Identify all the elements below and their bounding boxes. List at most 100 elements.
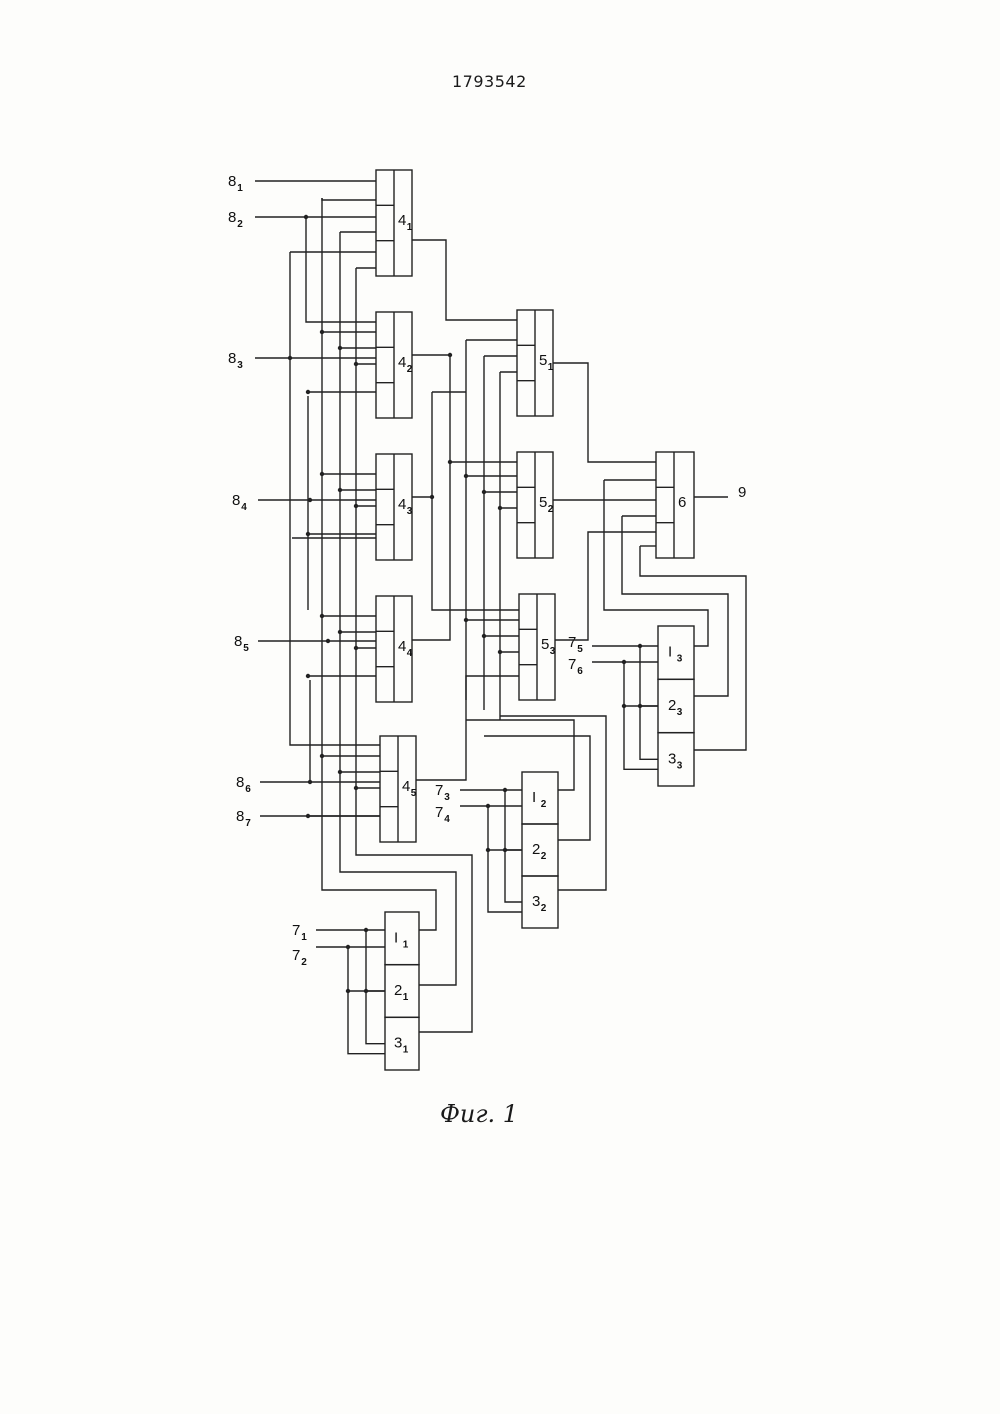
- block-4-3-label-sub: 3: [407, 506, 413, 517]
- stack-cell-label-base: 2: [532, 841, 540, 858]
- input-7-3-sub: 3: [444, 792, 450, 803]
- input-7-5-sub: 5: [577, 644, 583, 655]
- wire: [553, 363, 656, 462]
- wire: [505, 850, 522, 902]
- wire: [356, 268, 472, 1032]
- block-5-3-label: 53: [541, 636, 556, 657]
- wire: [366, 991, 385, 1044]
- input-8-5-sub: 5: [243, 643, 249, 654]
- input-7-4-sub: 4: [444, 814, 450, 825]
- wire: [640, 546, 746, 750]
- block-4-5-label-sub: 5: [411, 788, 417, 799]
- stack-cell-label-base: I: [668, 644, 672, 661]
- wire: [416, 676, 519, 780]
- stack-cell-1: [658, 626, 694, 679]
- input-7-2-base: 7: [292, 947, 300, 964]
- stack-cell-1: [522, 772, 558, 824]
- stack-cell-label-base: 2: [668, 697, 676, 714]
- junction-dot: [354, 646, 358, 650]
- junction-dot: [448, 353, 452, 357]
- input-7-3-base: 7: [435, 782, 443, 799]
- input-8-7: 87: [236, 808, 251, 829]
- stack-cell-label: I3: [668, 644, 683, 665]
- junction-dot: [338, 346, 342, 350]
- block-5-1-label-sub: 1: [548, 362, 554, 373]
- input-8-7-base: 8: [236, 808, 244, 825]
- input-7-1-base: 7: [292, 922, 300, 939]
- wire: [640, 706, 658, 759]
- input-8-5: 85: [234, 633, 249, 654]
- input-7-2: 72: [292, 947, 307, 968]
- junction-dot: [306, 814, 310, 818]
- input-7-5-base: 7: [568, 634, 576, 651]
- block-5-3-label-sub: 3: [550, 646, 556, 657]
- wire: [366, 930, 385, 991]
- input-8-6: 86: [236, 774, 251, 795]
- input-8-1: 81: [228, 173, 243, 194]
- stack-cell-label: 22: [532, 841, 547, 862]
- stack-cell-label: I1: [394, 929, 409, 950]
- input-7-4-base: 7: [435, 804, 443, 821]
- input-7-6: 76: [568, 656, 583, 677]
- wire: [622, 516, 728, 696]
- junction-dot: [320, 472, 324, 476]
- stack-cell-label: I2: [532, 789, 547, 810]
- input-8-4: 84: [232, 492, 247, 513]
- junction-dot: [320, 330, 324, 334]
- junction-dot: [354, 504, 358, 508]
- block-4-4-label: 44: [398, 638, 413, 659]
- block-4-4-label-sub: 4: [407, 648, 413, 659]
- stack-cell-label: 23: [668, 697, 683, 718]
- block-5-2-label-sub: 2: [548, 504, 554, 515]
- stack-cell-label-base: 3: [394, 1035, 402, 1052]
- block-4-3-label-base: 4: [398, 496, 406, 513]
- input-8-6-base: 8: [236, 774, 244, 791]
- input-8-1-base: 8: [228, 173, 236, 190]
- figure-caption: Фиг. 1: [440, 1100, 518, 1128]
- block-5-2-label: 52: [539, 494, 554, 515]
- wire: [290, 252, 380, 745]
- block-5-2-label-base: 5: [539, 494, 547, 511]
- stack-cell-label-base: 3: [668, 750, 676, 767]
- input-8-3-sub: 3: [237, 360, 243, 371]
- input-7-4: 74: [435, 804, 450, 825]
- wire: [306, 217, 376, 322]
- wire: [412, 240, 517, 320]
- input-8-5-base: 8: [234, 633, 242, 650]
- wire: [555, 532, 656, 640]
- input-7-1-sub: 1: [301, 932, 307, 943]
- stack-cell-label-sub: 1: [403, 1045, 409, 1056]
- wire: [322, 198, 376, 200]
- stack-cell-label-sub: 2: [541, 799, 547, 810]
- input-8-3: 83: [228, 350, 243, 371]
- stack-cell-label-base: 3: [532, 893, 540, 910]
- block-4-1-label: 41: [398, 212, 413, 233]
- stack-cell-label-sub: 2: [541, 903, 547, 914]
- block-4-4-label-base: 4: [398, 638, 406, 655]
- stack-cell-label: 31: [394, 1035, 409, 1056]
- output-label-9: 9: [738, 484, 746, 501]
- stack-cell-label-sub: 1: [403, 992, 409, 1003]
- block-5-1-label: 51: [539, 352, 554, 373]
- stack-cell-label-base: 2: [394, 982, 402, 999]
- input-8-4-base: 8: [232, 492, 240, 509]
- input-8-7-sub: 7: [245, 818, 251, 829]
- wire: [340, 232, 456, 985]
- input-8-2-base: 8: [228, 209, 236, 226]
- junction-dot: [338, 770, 342, 774]
- block-4-1-label-sub: 1: [407, 222, 413, 233]
- block-6-label-base: 6: [678, 494, 686, 511]
- stack-cell-1: [385, 912, 419, 965]
- input-8-2-sub: 2: [237, 219, 243, 230]
- wire: [640, 646, 658, 706]
- junction-dot: [306, 390, 310, 394]
- input-7-2-sub: 2: [301, 957, 307, 968]
- stack-cell-label-sub: 2: [541, 851, 547, 862]
- junction-dot: [354, 362, 358, 366]
- input-7-5: 75: [568, 634, 583, 655]
- junction-dot: [354, 786, 358, 790]
- block-4-3-label: 43: [398, 496, 413, 517]
- block-6-frame: [656, 452, 694, 558]
- input-7-6-base: 7: [568, 656, 576, 673]
- junction-dot: [338, 630, 342, 634]
